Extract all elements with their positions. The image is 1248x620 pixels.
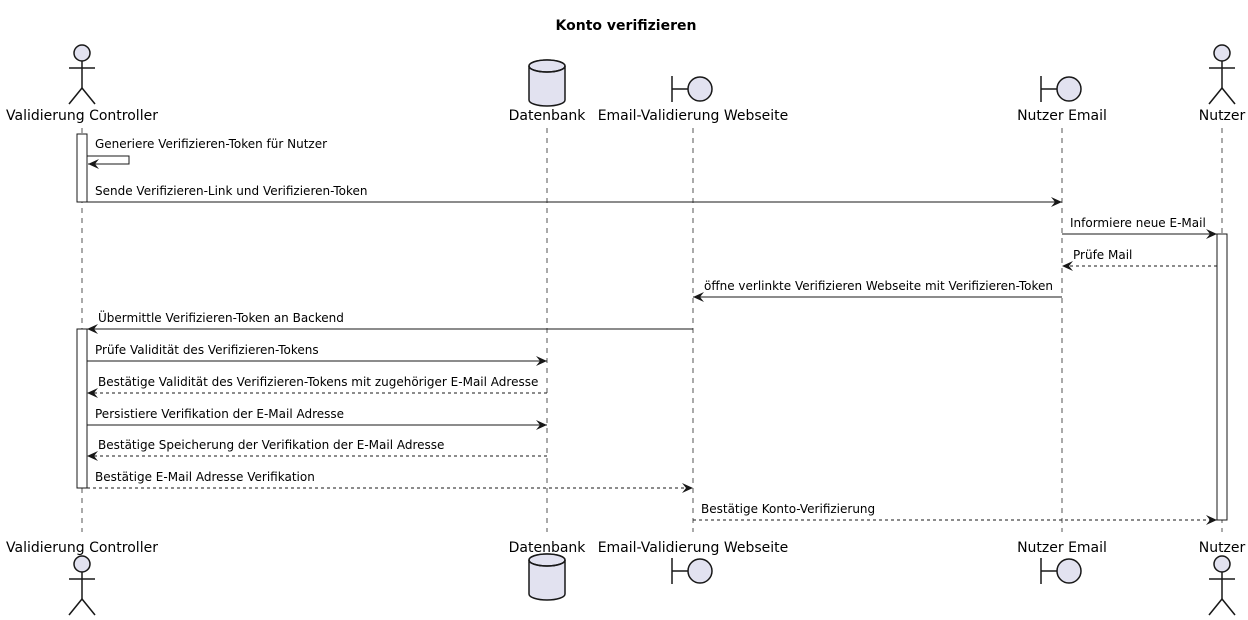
participant-webseite-bottom: Email-Validierung Webseite <box>598 540 789 584</box>
message-4: Prüfe Mail <box>1062 248 1217 271</box>
message-label: Sende Verifizieren-Link und Verifizieren… <box>95 184 367 198</box>
actor-icon <box>1208 555 1236 616</box>
activation-bar-nutzer <box>1216 233 1228 521</box>
message-8: Bestätige Validität des Verifizieren-Tok… <box>87 375 547 398</box>
actor-icon <box>1208 44 1236 105</box>
message-10: Bestätige Speicherung der Verifikation d… <box>87 438 547 461</box>
message-label: Bestätige Konto-Verifizierung <box>701 502 875 516</box>
boundary-icon <box>1040 558 1082 584</box>
participant-label: Nutzer Email <box>1017 108 1107 124</box>
participant-label: Nutzer <box>1199 540 1246 556</box>
participant-label: Datenbank <box>509 540 587 556</box>
participant-email-top: Nutzer Email <box>1017 76 1107 124</box>
message-label: öffne verlinkte Verifizieren Webseite mi… <box>704 279 1053 293</box>
participant-db-top: Datenbank <box>509 59 587 124</box>
message-label: Informiere neue E-Mail <box>1070 216 1206 230</box>
message-1: Generiere Verifizieren-Token für Nutzer <box>87 137 327 169</box>
boundary-icon <box>671 76 713 102</box>
message-label: Bestätige Speicherung der Verifikation d… <box>98 438 444 452</box>
participant-label: Validierung Controller <box>6 108 158 124</box>
message-label: Generiere Verifizieren-Token für Nutzer <box>95 137 327 151</box>
message-3: Informiere neue E-Mail <box>1062 216 1217 239</box>
database-icon <box>528 59 566 107</box>
participant-label: Email-Validierung Webseite <box>598 540 789 556</box>
boundary-icon <box>671 558 713 584</box>
message-label: Prüfe Validität des Verifizieren-Tokens <box>95 343 319 357</box>
message-arrow <box>87 155 130 169</box>
participant-nutzer-top: Nutzer <box>1199 44 1246 124</box>
participant-email-bottom: Nutzer Email <box>1017 540 1107 584</box>
message-label: Bestätige Validität des Verifizieren-Tok… <box>98 375 538 389</box>
message-2: Sende Verifizieren-Link und Verifizieren… <box>87 184 1062 207</box>
message-label: Bestätige E-Mail Adresse Verifikation <box>95 470 315 484</box>
participant-label: Nutzer <box>1199 108 1246 124</box>
participant-label: Email-Validierung Webseite <box>598 108 789 124</box>
participant-label: Datenbank <box>509 108 587 124</box>
message-label: Prüfe Mail <box>1073 248 1132 262</box>
message-7: Prüfe Validität des Verifizieren-Tokens <box>87 343 547 366</box>
activation-bar-controller <box>76 328 88 489</box>
activation-bar-controller <box>76 133 88 203</box>
participant-controller-bottom: Validierung Controller <box>6 540 158 616</box>
participant-nutzer-bottom: Nutzer <box>1199 540 1246 616</box>
participant-label: Validierung Controller <box>6 540 158 556</box>
actor-icon <box>68 555 96 616</box>
message-6: Übermittle Verifizieren-Token an Backend <box>87 309 693 334</box>
participant-db-bottom: Datenbank <box>509 540 587 601</box>
diagram-title: Konto verifizieren <box>556 18 697 34</box>
message-label: Übermittle Verifizieren-Token an Backend <box>98 309 344 325</box>
participant-controller-top: Validierung Controller <box>6 44 158 124</box>
message-label: Persistiere Verifikation der E-Mail Adre… <box>95 407 344 421</box>
actor-icon <box>68 44 96 105</box>
message-12: Bestätige Konto-Verifizierung <box>693 502 1217 525</box>
message-11: Bestätige E-Mail Adresse Verifikation <box>87 470 693 493</box>
participant-label: Nutzer Email <box>1017 540 1107 556</box>
database-icon <box>528 553 566 601</box>
participant-webseite-top: Email-Validierung Webseite <box>598 76 789 124</box>
message-9: Persistiere Verifikation der E-Mail Adre… <box>87 407 547 430</box>
boundary-icon <box>1040 76 1082 102</box>
message-5: öffne verlinkte Verifizieren Webseite mi… <box>693 279 1062 302</box>
